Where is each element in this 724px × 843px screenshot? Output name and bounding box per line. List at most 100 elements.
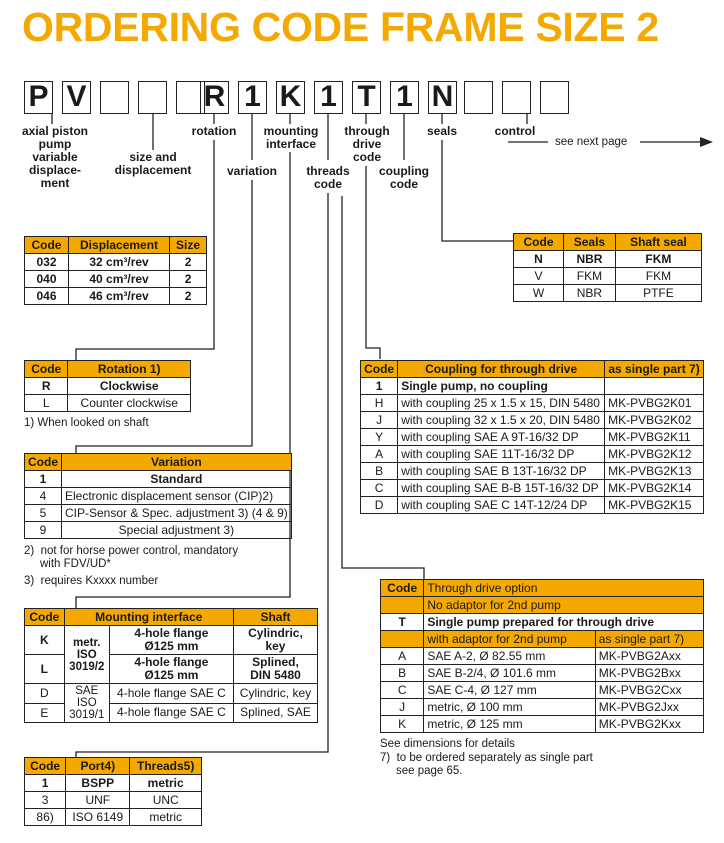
table-cell: J xyxy=(379,698,425,716)
table-cell: Electronic displacement sensor (CIP)2) xyxy=(61,487,292,505)
table-cell xyxy=(379,596,425,614)
table-cell: 4-hole flange SAE C xyxy=(108,702,234,723)
table-header-cell: Shaft xyxy=(232,608,319,626)
table-cell: Single pump, no coupling xyxy=(397,377,606,395)
table-cell: A xyxy=(359,445,399,463)
table-header-cell: Seals xyxy=(563,233,616,251)
code-box xyxy=(138,81,167,114)
table-cell: W xyxy=(512,284,565,302)
table-cell: with coupling SAE B 13T-16/32 DP xyxy=(397,462,606,480)
table-cell: PTFE xyxy=(614,284,703,302)
table-header-cell: Code xyxy=(359,360,399,378)
code-box: V xyxy=(62,81,91,114)
table-cell: ISO 6149 xyxy=(65,808,131,826)
table-cell: metric xyxy=(129,808,202,826)
label-variation: variation xyxy=(226,164,277,178)
table-cell: T xyxy=(379,613,425,631)
table-cell: MK-PVBG2Axx xyxy=(594,647,705,665)
table-cell: 3 xyxy=(23,791,67,809)
variation-footnote-3: 3) requires Kxxxx number xyxy=(24,575,159,587)
label-size: size and displacement xyxy=(114,150,192,177)
table-cell: 4 xyxy=(24,487,62,505)
label-rotation: rotation xyxy=(191,124,237,138)
table-cell: K xyxy=(379,715,425,733)
table-header-cell: Size xyxy=(169,236,207,254)
table-cell: 40 cm³/rev xyxy=(67,270,171,288)
code-box: 1 xyxy=(390,81,419,114)
table-cell: Y xyxy=(359,428,399,446)
table-cell: MK-PVBG2K11 xyxy=(604,428,704,446)
table-cell: MK-PVBG2Jxx xyxy=(594,698,705,716)
table-cell: Cylindric, key xyxy=(232,625,319,655)
table-cell: 046 xyxy=(24,287,69,305)
label-coupling: coupling code xyxy=(379,164,429,191)
table-cell: B xyxy=(359,462,399,480)
code-box xyxy=(464,81,493,114)
code-box xyxy=(502,81,531,114)
rotation-footnote: 1) When looked on shaft xyxy=(24,417,149,429)
table-cell: N xyxy=(512,250,565,268)
table-cell: V xyxy=(512,267,565,285)
table-cell: No adaptor for 2nd pump xyxy=(423,596,704,614)
table-cell: with coupling 32 x 1.5 x 20, DIN 5480 xyxy=(397,411,606,429)
table-header-cell: Shaft seal xyxy=(614,233,703,251)
code-box: 1 xyxy=(238,81,267,114)
table-cell: 032 xyxy=(24,253,69,271)
see-next-page-link[interactable]: see next page xyxy=(555,136,628,148)
table-cell: Counter clockwise xyxy=(67,394,191,412)
table-header-cell: Code xyxy=(23,360,69,378)
table-cell: NBR xyxy=(563,250,616,268)
table-cell xyxy=(604,377,704,395)
table-cell: SAE ISO 3019/1 xyxy=(63,683,110,723)
table-header-cell: Port4) xyxy=(65,757,131,775)
table-cell: SAE B-2/4, Ø 101.6 mm xyxy=(423,664,596,682)
table-cell: 4-hole flange SAE C xyxy=(108,683,234,704)
table-cell: Splined, SAE xyxy=(232,702,319,723)
table-cell: C xyxy=(359,479,399,497)
table-header-cell: Code xyxy=(23,757,67,775)
table-cell: MK-PVBG2K12 xyxy=(604,445,704,463)
code-box: K xyxy=(276,81,305,114)
code-box: P xyxy=(24,81,53,114)
table-cell: with coupling SAE C 14T-12/24 DP xyxy=(397,496,606,514)
table-cell: with coupling SAE A 9T-16/32 DP xyxy=(397,428,606,446)
table-cell: 86) xyxy=(23,808,67,826)
table-cell: 4-hole flange Ø125 mm xyxy=(108,625,234,655)
table-cell: MK-PVBG2K01 xyxy=(604,394,704,412)
page-title: ORDERING CODE FRAME SIZE 2 xyxy=(22,4,659,50)
table-cell: Single pump prepared for through drive xyxy=(423,613,704,631)
through-note-1: See dimensions for details xyxy=(380,738,515,750)
table-cell: MK-PVBG2K15 xyxy=(604,496,704,514)
table-cell: FKM xyxy=(614,250,703,268)
table-cell: Splined, DIN 5480 xyxy=(232,654,319,684)
table-cell: 1 xyxy=(23,774,67,792)
table-cell: H xyxy=(359,394,399,412)
code-box: R xyxy=(200,81,229,114)
code-box xyxy=(176,81,205,114)
label-threads: threads code xyxy=(306,164,350,191)
